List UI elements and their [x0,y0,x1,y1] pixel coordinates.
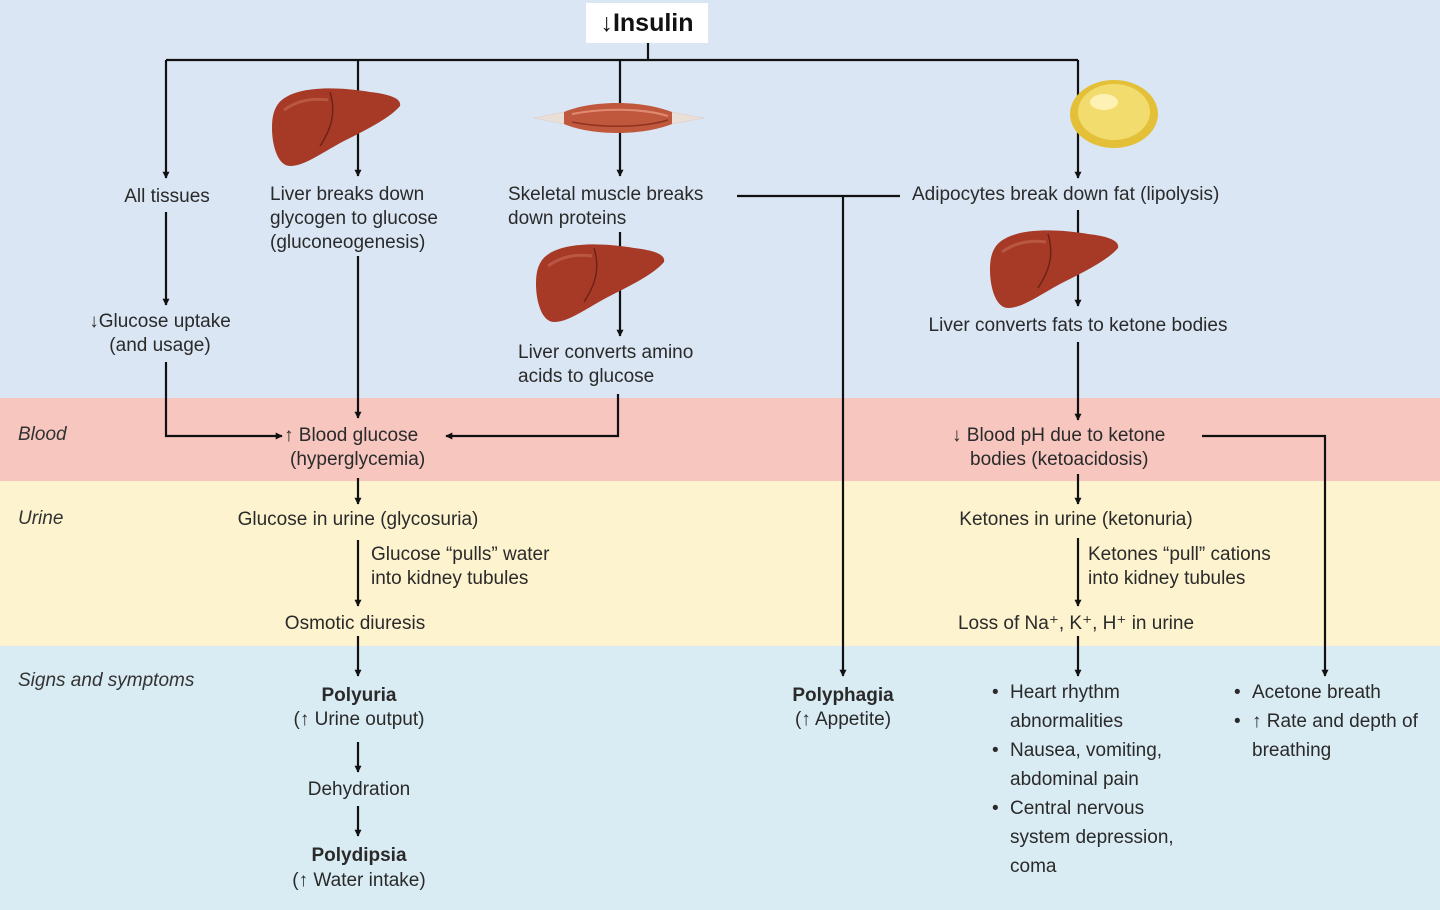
node-glucose-uptake: ↓Glucose uptake (and usage) [89,311,231,356]
node-liver-glycogen: Liver breaks down glycogen to glucose (g… [270,184,438,253]
node-ketonuria: Ketones in urine (ketonuria) [959,509,1193,530]
node-polydipsia: Polydipsia [311,845,407,866]
urine-zone-label: Urine [18,508,64,529]
node-ketones-pull: Ketones “pull” cations into kidney tubul… [1088,544,1271,589]
liver-icon-3 [990,230,1119,308]
node-polyphagia: Polyphagia [792,685,894,706]
node-glucose-pulls: Glucose “pulls” water into kidney tubule… [371,544,550,589]
node-osmotic-diuresis: Osmotic diuresis [284,613,426,634]
node-polydipsia-sub: (↑ Water intake) [292,870,426,891]
node-ion-loss: Loss of Na⁺, K⁺, H⁺ in urine [957,613,1195,634]
urine-zone [0,481,1440,646]
link-amino-to-blood-glucose [445,394,620,440]
node-polyuria-sub: (↑ Urine output) [293,709,425,730]
sign-breathing-rate: ↑ Rate and depth of breathing [1234,707,1424,765]
signs-zone-label: Signs and symptoms [18,670,195,691]
node-blood-glucose: ↑ Blood glucose (hyperglycemia) [284,425,426,470]
liver-icon-1 [272,88,401,166]
node-polyphagia-sub: (↑ Appetite) [794,709,892,730]
node-liver-amino: Liver converts amino acids to glucose [518,342,694,387]
sign-acetone-breath: Acetone breath [1234,678,1424,707]
blood-zone [0,398,1440,481]
sign-heart-rhythm: Heart rhythm abnormalities [992,678,1202,736]
breath-signs-list: Acetone breath ↑ Rate and depth of breat… [1234,678,1424,765]
title-box [586,3,708,43]
blood-zone-label: Blood [18,424,67,445]
node-all-tissues: All tissues [124,186,210,207]
ketoacidosis-signs-list: Heart rhythm abnormalities Nausea, vomit… [992,678,1202,881]
node-muscle-proteins: Skeletal muscle breaks down proteins [508,184,704,229]
node-glycosuria: Glucose in urine (glycosuria) [237,509,479,530]
diagram-title: ↓Insulin [600,9,694,37]
node-polyuria: Polyuria [321,685,397,706]
sign-cns-depression: Central nervous system depression, coma [992,794,1202,881]
skeletal-muscle-icon [534,103,704,133]
liver-icon-2 [536,244,665,322]
node-liver-ketone: Liver converts fats to ketone bodies [928,315,1228,336]
fat-cell-icon [1070,80,1158,148]
node-blood-ph: ↓ Blood pH due to ketone bodies (ketoaci… [952,425,1166,470]
node-adipocytes: Adipocytes break down fat (lipolysis) [912,184,1220,205]
sign-nausea: Nausea, vomiting, abdominal pain [992,736,1202,794]
link-uptake-to-blood-glucose [164,362,283,440]
node-dehydration: Dehydration [307,779,411,800]
link-blood-ph-to-breath [1202,434,1329,677]
tissue-zone [0,0,1440,398]
